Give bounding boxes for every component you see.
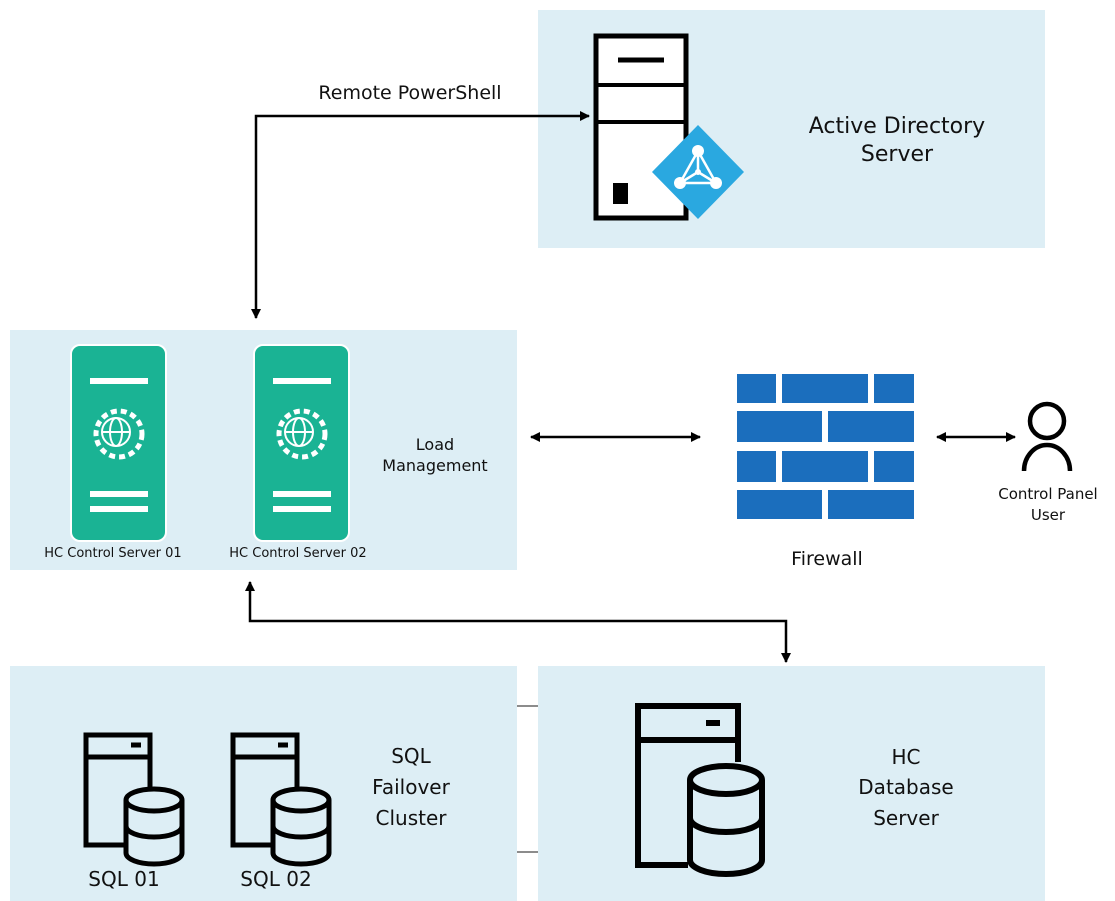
load-management-label-line2: Management — [382, 456, 487, 475]
remote-powershell-connector — [251, 111, 590, 319]
database-server-label-line1: HC — [891, 745, 920, 769]
hc-control-server-02-icon — [253, 344, 350, 542]
hc-control-server-01-icon — [70, 344, 167, 542]
directory-badge-icon — [652, 125, 744, 219]
hc-control-server-01-label: HC Control Server 01 — [44, 546, 181, 561]
remote-powershell-label: Remote PowerShell — [318, 82, 501, 104]
sql-02-server-icon — [230, 732, 332, 867]
control-panel-user-label-line1: Control Panel — [998, 485, 1097, 503]
control-panel-user-label-line2: User — [1031, 506, 1066, 524]
database-server-icon — [635, 703, 765, 877]
database-server-panel — [538, 666, 1045, 901]
firewall-label: Firewall — [791, 548, 863, 570]
active-directory-label-line1: Active Directory — [809, 114, 985, 139]
sql-cluster-label-line1: SQL — [391, 744, 431, 768]
database-server-label-line2: Database — [858, 775, 953, 799]
sql-cluster-label-line2: Failover — [372, 775, 450, 799]
firewall-icon — [737, 374, 914, 519]
active-directory-label-line2: Server — [861, 142, 934, 167]
control-database-connector — [245, 581, 791, 663]
sql-01-server-icon — [83, 732, 185, 867]
sql-cluster-panel — [10, 666, 517, 901]
sql-02-label: SQL 02 — [240, 867, 311, 891]
hc-control-server-02-label: HC Control Server 02 — [229, 546, 366, 561]
sql-cluster-label-line3: Cluster — [376, 806, 448, 830]
load-management-label-line1: Load — [416, 435, 454, 454]
user-icon — [1021, 401, 1073, 472]
database-server-label-line3: Server — [873, 806, 939, 830]
sql-01-label: SQL 01 — [88, 867, 159, 891]
